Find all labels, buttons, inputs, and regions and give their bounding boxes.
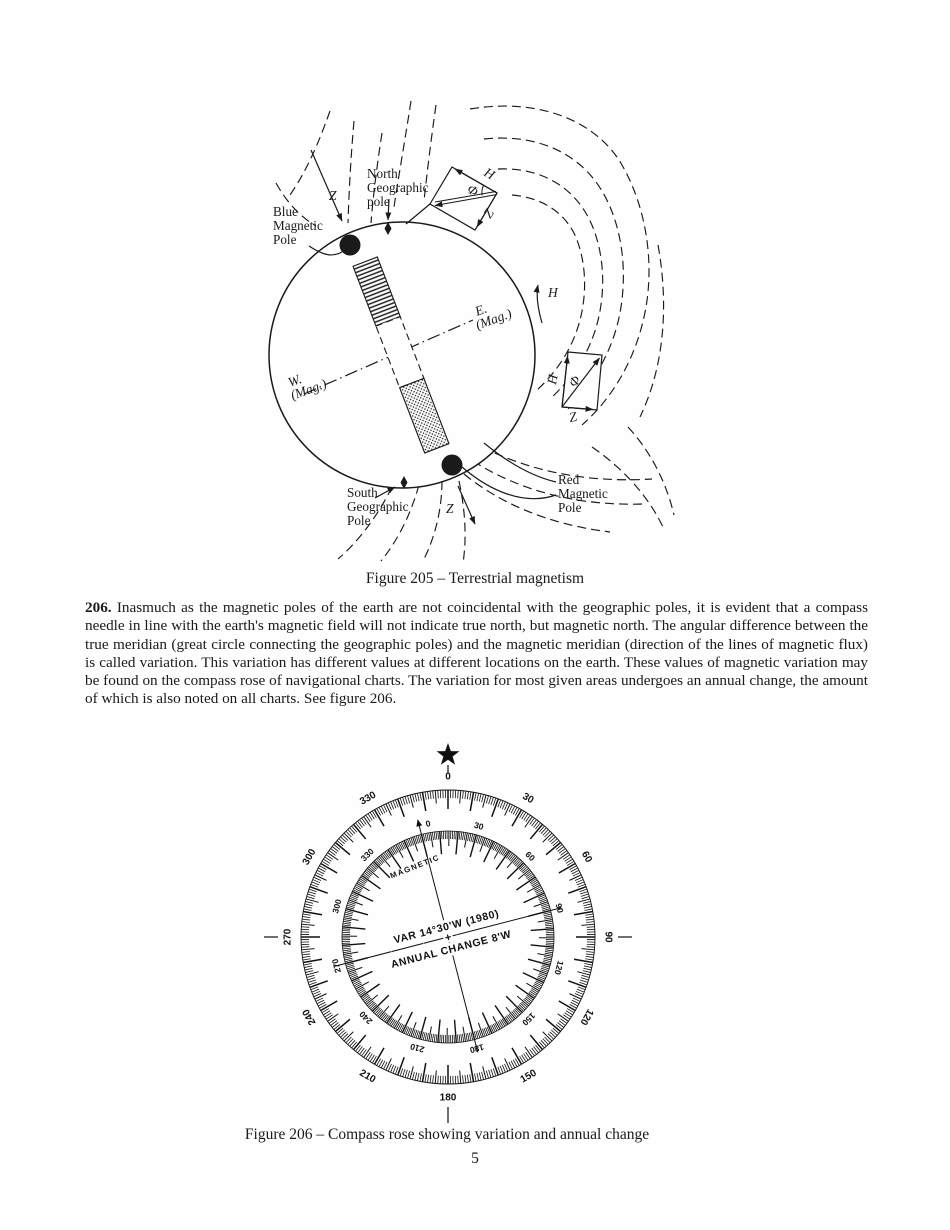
z-label: Z [446, 501, 454, 516]
svg-text:Magnetic: Magnetic [273, 218, 323, 233]
svg-text:North: North [367, 166, 398, 181]
svg-text:240: 240 [300, 1007, 318, 1027]
south-geographic-pole-label: South Geographic Pole [347, 485, 409, 528]
paragraph-number: 206. [85, 599, 112, 616]
svg-text:Pole: Pole [273, 232, 297, 247]
svg-text:Red: Red [558, 472, 580, 487]
svg-text:90: 90 [602, 931, 613, 943]
svg-text:240: 240 [357, 1009, 374, 1026]
magnetic-east-west-line [334, 907, 562, 967]
svg-text:300: 300 [301, 847, 319, 867]
svg-text:270: 270 [283, 928, 294, 945]
svg-text:60: 60 [523, 849, 537, 863]
svg-text:Magnetic: Magnetic [558, 486, 608, 501]
red-magnetic-pole-dot [441, 454, 463, 476]
paragraph-body: Inasmuch as the magnetic poles of the ea… [85, 599, 868, 708]
north-geographic-pole-label: North Geographic pole [367, 166, 429, 209]
north-star-icon [436, 743, 460, 765]
figure-205-terrestrial-magnetism: H Z Φ H Φ Z Z Z H North [268, 100, 675, 564]
magnetic-meridian-line [416, 819, 479, 1053]
svg-text:180: 180 [440, 1093, 457, 1104]
svg-text:210: 210 [409, 1041, 426, 1054]
svg-text:Geographic: Geographic [367, 180, 429, 195]
svg-text:0: 0 [445, 772, 451, 783]
red-magnetic-pole-label: Red Magnetic Pole [558, 472, 608, 515]
blue-pole-leader-line [308, 245, 343, 256]
svg-text:300: 300 [330, 898, 343, 915]
blue-magnetic-pole-label: Blue Magnetic Pole [273, 204, 323, 247]
svg-text:60: 60 [579, 850, 594, 866]
svg-text:120: 120 [552, 960, 565, 977]
paragraph-206: 206. Inasmuch as the magnetic poles of t… [85, 599, 868, 709]
svg-text:210: 210 [357, 1068, 377, 1086]
svg-text:330: 330 [359, 846, 376, 863]
figure-205-caption: Figure 205 – Terrestrial magnetism [365, 570, 585, 587]
svg-text:30: 30 [520, 791, 536, 806]
svg-text:E.: E. [472, 301, 489, 319]
red-pole-leader-line [461, 466, 557, 500]
svg-text:Geographic: Geographic [347, 499, 409, 514]
svg-text:Pole: Pole [558, 500, 582, 515]
svg-text:150: 150 [519, 1067, 539, 1085]
svg-text:W.: W. [286, 371, 304, 390]
north-geographic-pole-marker [384, 222, 392, 235]
inner-rose-ticks [341, 830, 555, 1044]
south-pole-pointer-arrow [374, 486, 396, 499]
magnetic-field-lines [275, 100, 675, 564]
z-label: Z [568, 409, 578, 425]
south-geographic-pole-marker [400, 476, 408, 489]
svg-text:30: 30 [473, 820, 485, 832]
figure-206-caption: Figure 206 – Compass rose showing variat… [244, 1126, 650, 1143]
north-pole-pointer-arrow [385, 198, 392, 221]
svg-text:Pole: Pole [347, 513, 371, 528]
h-label: H [481, 164, 499, 183]
z-label: Z [329, 188, 337, 203]
svg-text:150: 150 [520, 1011, 537, 1028]
outer-rose-ticks [301, 790, 595, 1084]
svg-text:330: 330 [358, 789, 378, 807]
svg-text:South: South [347, 485, 378, 500]
svg-text:pole: pole [367, 194, 390, 209]
page-number: 5 [471, 1150, 479, 1167]
vector-diagram-north: H Z Φ [405, 164, 499, 231]
svg-text:Blue: Blue [273, 204, 298, 219]
vector-diagram-east: H Φ Z [544, 351, 603, 425]
red-pole-leader-line-2 [483, 442, 557, 483]
blue-magnetic-pole-dot [339, 234, 361, 256]
svg-text:0: 0 [424, 818, 431, 829]
magnetic-label: MAGNETIC [389, 853, 441, 881]
h-label: H [547, 285, 559, 300]
svg-text:120: 120 [577, 1007, 595, 1027]
h-label: H [544, 372, 561, 386]
bar-magnet [352, 256, 450, 454]
field-component-arrows: Z Z H [310, 149, 559, 525]
